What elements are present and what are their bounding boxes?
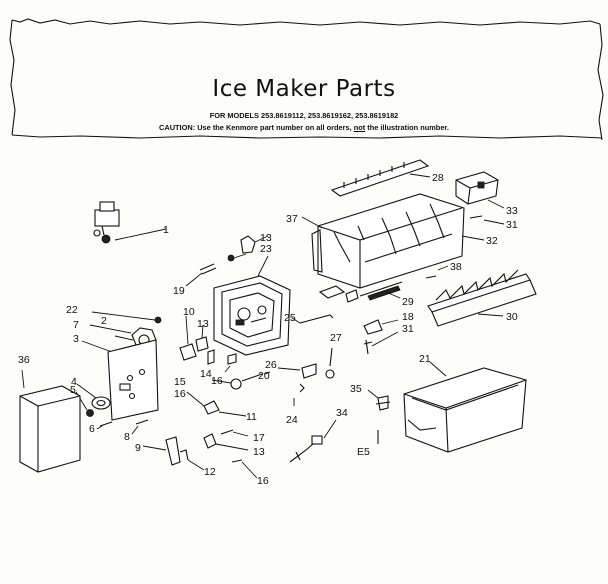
part-stripper-30 [427, 269, 537, 327]
callout-2: 2 [101, 315, 107, 327]
part-motor-assembly [81, 311, 162, 353]
part-thermostat-cluster [186, 371, 271, 417]
part-shutoff-arm-25 [291, 314, 334, 324]
callout-6: 6 [89, 423, 95, 435]
callout-29: 29 [402, 296, 414, 308]
callout-9: 9 [135, 442, 141, 454]
part-lever-18 [363, 319, 399, 355]
callout-22: 22 [66, 304, 78, 316]
callout-11: 11 [246, 411, 257, 423]
part-fill-cup-26 [277, 363, 317, 406]
part-gears [75, 383, 113, 430]
part-shaft-29 [318, 281, 403, 303]
callout-13-mid: 13 [197, 318, 209, 330]
page-title: Ice Maker Parts [212, 76, 396, 102]
callout-24: 24 [286, 414, 298, 426]
callout-17: 17 [253, 432, 265, 444]
part-screw-31 [363, 341, 373, 345]
callout-18: 18 [402, 311, 414, 323]
part-water-valve [93, 201, 167, 244]
callout-20: 20 [258, 370, 270, 382]
caution-prefix: CAUTION: Use the Kenmore part number on … [159, 123, 354, 132]
callout-1: 1 [163, 224, 169, 236]
callout-8: 8 [124, 431, 130, 443]
caution-emphasis: not [353, 123, 366, 132]
part-motor-cover-33 [455, 171, 505, 225]
part-top-bar-28 [330, 159, 431, 197]
callout-16-low: 16 [257, 475, 269, 487]
callout-4: 4 [71, 376, 77, 388]
callout-30: 30 [506, 311, 518, 323]
callout-37: 37 [286, 213, 298, 225]
part-ice-bucket-21 [403, 361, 527, 453]
callout-32: 32 [486, 235, 498, 247]
part-ice-mold-32 [301, 193, 485, 289]
part-fitting-27 [325, 347, 335, 379]
part-clip-35 [367, 389, 391, 444]
callout-35: 35 [350, 383, 362, 395]
part-lower-middle [203, 429, 258, 479]
callout-31-mid: 31 [402, 323, 414, 335]
part-bracket-13-23 [227, 235, 269, 262]
callout-13-top: 13 [260, 232, 272, 244]
callout-7: 7 [73, 319, 79, 331]
callout-5: 5 [70, 384, 76, 396]
part-front-cover-36 [19, 369, 81, 473]
caution-suffix: the illustration number. [365, 123, 449, 132]
part-fill-tube-34 [289, 419, 337, 463]
callout-28: 28 [432, 172, 444, 184]
part-pins-19 [185, 263, 217, 287]
callout-26: 26 [265, 359, 277, 371]
callout-25: 25 [284, 312, 296, 324]
callout-36: 36 [18, 354, 30, 366]
part-screw-38 [425, 265, 449, 279]
callout-10: 10 [183, 306, 195, 318]
callout-27: 27 [330, 332, 342, 344]
callout-23: 23 [260, 243, 272, 255]
callout-13-low: 13 [253, 446, 265, 458]
paper-border [9, 18, 604, 141]
part-housing-23 [213, 255, 291, 356]
callout-33: 33 [506, 205, 518, 217]
callout-21: 21 [419, 353, 431, 365]
part-mounting-plate-3 [107, 339, 159, 421]
callout-14: 14 [200, 368, 212, 380]
models-line: FOR MODELS 253.8619112, 253.8619162, 253… [209, 111, 399, 120]
callout-16-mid: 16 [211, 375, 223, 387]
sheet-code: E5 [357, 446, 370, 458]
callout-31-top: 31 [506, 219, 518, 231]
callout-34: 34 [336, 407, 348, 419]
callout-38: 38 [450, 261, 462, 273]
part-switches [179, 315, 237, 373]
callout-16-left: 16 [174, 388, 186, 400]
callout-19: 19 [173, 285, 185, 297]
callout-12: 12 [204, 466, 216, 478]
callout-3: 3 [73, 333, 79, 345]
part-pins-8-9-12 [131, 419, 205, 471]
callout-15: 15 [174, 376, 186, 388]
caution-line: CAUTION: Use the Kenmore part number on … [0, 123, 608, 132]
